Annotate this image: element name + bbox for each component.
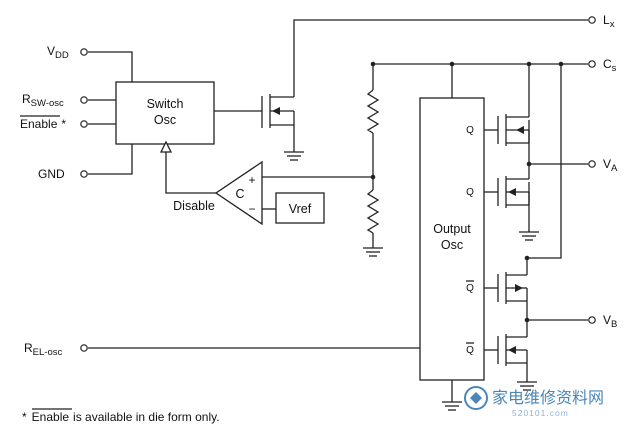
resistor-top [366, 89, 380, 134]
output-osc-label-line1: Output [433, 222, 471, 236]
pin-lx-label: Lx [603, 13, 615, 30]
switch-osc-label-line2: Osc [154, 113, 176, 127]
pin-cs-label: Cs [603, 57, 617, 74]
ground-symbol-divider [363, 247, 383, 257]
comparator: C + − [214, 160, 263, 226]
switch-osc-label-line1: Switch [147, 97, 184, 111]
pin-vdd: VDD [47, 44, 88, 61]
ground-symbol-bottom-fet [517, 381, 537, 391]
disable-label: Disable [173, 199, 215, 213]
comparator-label: C [235, 187, 244, 201]
switch-mosfet [261, 94, 295, 128]
wires [88, 19, 588, 402]
pin-vb: VB [588, 313, 617, 330]
watermark: 家电维修资料网 520101.com [464, 386, 604, 418]
output-osc-block: Output Osc Q Q Q Q [419, 97, 485, 381]
watermark-text: 家电维修资料网 [492, 389, 604, 407]
vref-label: Vref [289, 202, 312, 216]
pin-rsw-osc-label: RSW-osc [22, 92, 64, 109]
pin-rsw-osc: RSW-osc [22, 92, 88, 109]
watermark-logo-icon [464, 386, 488, 410]
watermark-sub: 520101.com [512, 408, 569, 418]
pin-lx: Lx [588, 13, 615, 30]
pin-enable: Enable* [20, 115, 88, 131]
comparator-minus: − [248, 202, 255, 216]
pin-va-label: VA [603, 157, 618, 174]
pin-rel-osc: REL-osc [24, 341, 88, 358]
pin-cs: Cs [588, 57, 617, 74]
pin-gnd-label: GND [38, 167, 65, 181]
ground-symbol-switch [284, 151, 304, 161]
mosfet-qbar-upper [497, 270, 528, 308]
gate-label-q1: Q [466, 125, 474, 136]
pin-gnd: GND [38, 167, 88, 181]
pin-vdd-label: VDD [47, 44, 69, 61]
resistor-bottom [366, 189, 380, 234]
output-osc-label-line2: Osc [441, 238, 463, 252]
pin-enable-label: Enable* [20, 117, 66, 131]
pin-vb-label: VB [603, 313, 617, 330]
mosfet-q-upper [497, 102, 530, 146]
gate-label-qbar2: Q [466, 345, 474, 356]
vref-block: Vref [275, 192, 325, 224]
switch-osc-block: Switch Osc [115, 81, 215, 145]
pin-rel-osc-label: REL-osc [24, 341, 62, 358]
pin-va: VA [588, 157, 618, 174]
mosfet-qbar-lower [497, 332, 528, 370]
gate-label-qbar1: Q [466, 283, 474, 294]
ground-symbol-fet [519, 231, 539, 241]
ground-symbol-output-osc [442, 401, 462, 411]
disable-arrowhead [159, 140, 173, 153]
gate-label-q2: Q [466, 187, 474, 198]
mosfet-q-lower [497, 164, 530, 208]
comparator-plus: + [248, 173, 255, 187]
